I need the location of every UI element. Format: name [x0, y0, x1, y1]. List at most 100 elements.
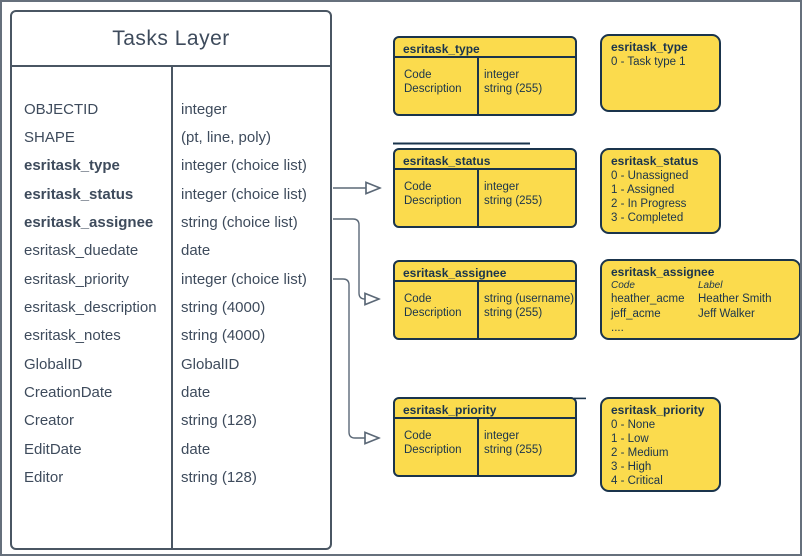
domain-field-type: string (255) — [484, 444, 543, 456]
value-item: 0 - None — [611, 419, 656, 431]
value-list-esritask-type: esritask_type 0 - Task type 1 — [600, 34, 721, 112]
field-type: string (128) — [181, 469, 257, 487]
field-row: EditDate date — [12, 435, 330, 463]
domain-field-type: string (255) — [484, 307, 543, 319]
assignee-label-header: Label — [698, 280, 723, 291]
value-item: 2 - Medium — [611, 447, 669, 459]
field-row: esritask_type integer (choice list) — [12, 152, 330, 180]
field-type: GlobalID — [181, 355, 240, 373]
field-type: string (128) — [181, 412, 257, 430]
domain-field-name: Description — [404, 307, 462, 319]
domain-table-divider — [477, 170, 479, 226]
field-name: esritask_notes — [24, 327, 121, 345]
field-row: Editor string (128) — [12, 463, 330, 491]
domain-field-type: string (255) — [484, 83, 543, 95]
assignee-more-ellipsis: .... — [611, 322, 624, 334]
field-type: string (choice list) — [181, 214, 298, 232]
domain-table-esritask-assignee: esritask_assignee Code Description strin… — [393, 260, 577, 340]
connector-priority-arrow — [333, 278, 379, 438]
column-divider — [171, 67, 173, 548]
field-name: Editor — [24, 469, 64, 487]
field-row: GlobalID GlobalID — [12, 350, 330, 378]
value-item: 3 - Completed — [611, 212, 684, 224]
domain-field-name: Description — [404, 195, 462, 207]
value-list-title: esritask_type — [611, 40, 688, 54]
domain-field-name: Code — [404, 430, 432, 442]
field-row: SHAPE (pt, line, poly) — [12, 123, 330, 151]
field-name: OBJECTID — [24, 100, 99, 118]
field-name: esritask_duedate — [24, 242, 139, 260]
value-list-esritask-status: esritask_status 0 - Unassigned 1 - Assig… — [600, 148, 721, 234]
domain-table-title: esritask_status — [395, 150, 575, 170]
field-row: esritask_assignee string (choice list) — [12, 208, 330, 236]
domain-field-name: Description — [404, 83, 462, 95]
value-item: 0 - Unassigned — [611, 170, 689, 182]
tasks-layer-table: Tasks Layer OBJECTID integer SHAPE (pt, li… — [10, 10, 332, 550]
domain-field-name: Code — [404, 181, 432, 193]
domain-field-name: Code — [404, 69, 432, 81]
domain-table-title: esritask_type — [395, 38, 575, 58]
assignee-label: Jeff Walker — [698, 308, 755, 320]
domain-table-esritask-status: esritask_status Code Description integer… — [393, 148, 577, 228]
field-row: esritask_notes string (4000) — [12, 322, 330, 350]
assignee-code: jeff_acme — [611, 308, 661, 320]
field-name: EditDate — [24, 440, 82, 458]
value-list-title: esritask_assignee — [611, 265, 715, 279]
field-type: date — [181, 440, 211, 458]
connector-assignee-arrow — [333, 218, 379, 299]
domain-field-name: Code — [404, 293, 432, 305]
domain-field-name: Description — [404, 444, 462, 456]
field-type: date — [181, 242, 211, 260]
value-item: 0 - Task type 1 — [611, 56, 686, 68]
field-name: esritask_type — [24, 157, 120, 175]
assignee-label: Heather Smith — [698, 293, 772, 305]
field-name: CreationDate — [24, 384, 113, 402]
value-list-title: esritask_priority — [611, 403, 705, 417]
field-row: esritask_status integer (choice list) — [12, 180, 330, 208]
field-type: date — [181, 384, 211, 402]
field-row: Creator string (128) — [12, 407, 330, 435]
field-type: integer (choice list) — [181, 185, 307, 203]
domain-table-divider — [477, 58, 479, 114]
domain-field-type: string (username) — [484, 293, 575, 305]
domain-table-title: esritask_assignee — [395, 262, 575, 282]
domain-table-divider — [477, 282, 479, 338]
field-name: esritask_status — [24, 185, 134, 203]
field-name: Creator — [24, 412, 75, 430]
field-type: (pt, line, poly) — [181, 129, 272, 147]
assignee-code-header: Code — [611, 280, 635, 291]
domain-field-type: integer — [484, 181, 520, 193]
domain-field-type: string (255) — [484, 195, 543, 207]
field-name: esritask_description — [24, 299, 157, 317]
domain-table-divider — [477, 419, 479, 475]
field-name: SHAPE — [24, 129, 75, 147]
field-type: integer (choice list) — [181, 270, 307, 288]
domain-table-esritask-type: esritask_type Code Description integer s… — [393, 36, 577, 116]
value-list-esritask-priority: esritask_priority 0 - None 1 - Low 2 - M… — [600, 397, 721, 492]
value-list-title: esritask_status — [611, 154, 699, 168]
domain-table-esritask-priority: esritask_priority Code Description integ… — [393, 397, 577, 477]
field-name: GlobalID — [24, 355, 83, 373]
field-type: string (4000) — [181, 327, 266, 345]
domain-field-type: integer — [484, 69, 520, 81]
value-item: 1 - Assigned — [611, 184, 675, 196]
field-type: integer — [181, 100, 227, 118]
field-type: string (4000) — [181, 299, 266, 317]
domain-field-type: integer — [484, 430, 520, 442]
field-name: esritask_assignee — [24, 214, 154, 232]
field-row: esritask_priority integer (choice list) — [12, 265, 330, 293]
value-item: 1 - Low — [611, 433, 649, 445]
field-row: OBJECTID integer — [12, 95, 330, 123]
field-rows: OBJECTID integer SHAPE (pt, line, poly) es… — [12, 95, 330, 492]
field-type: integer (choice list) — [181, 157, 307, 175]
assignee-code: heather_acme — [611, 293, 685, 305]
value-item: 3 - High — [611, 461, 652, 473]
field-row: esritask_description string (4000) — [12, 293, 330, 321]
field-name: esritask_priority — [24, 270, 130, 288]
value-list-esritask-assignee: esritask_assignee Code Label heather_acm… — [600, 259, 800, 340]
tasks-layer-title: Tasks Layer — [12, 12, 330, 67]
value-item: 4 - Critical — [611, 475, 663, 487]
domain-table-title: esritask_priority — [395, 399, 575, 419]
field-row: esritask_duedate date — [12, 237, 330, 265]
